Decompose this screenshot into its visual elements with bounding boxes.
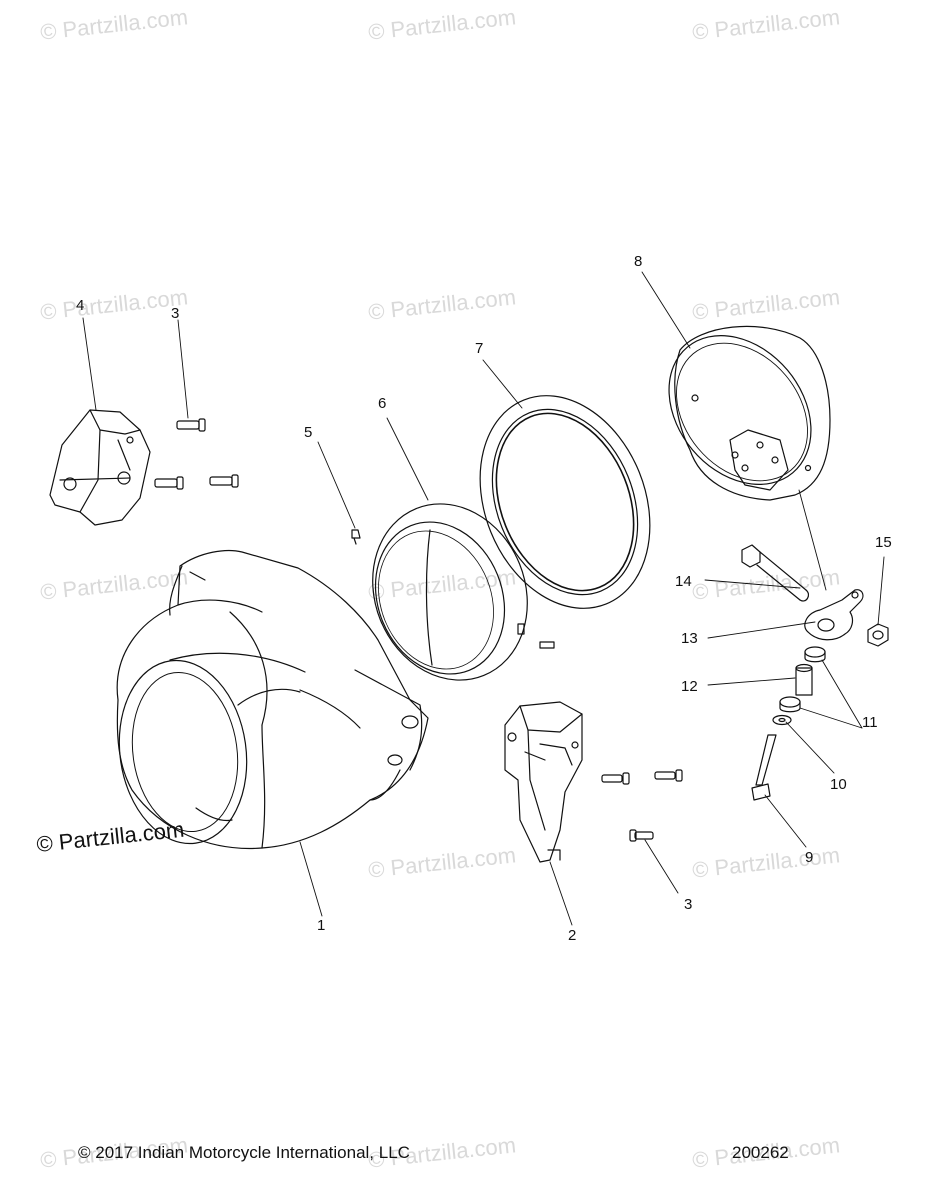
- pin-bolt: [751, 734, 777, 801]
- callout-13: 13: [681, 630, 698, 647]
- callout-10: 10: [830, 776, 847, 793]
- spacer-lower: [779, 696, 801, 713]
- callout-1: 1: [317, 917, 326, 934]
- callout-8: 8: [634, 253, 643, 270]
- headlight-nacelle: [116, 549, 429, 850]
- mounting-clamp: [804, 589, 864, 641]
- bushing: [795, 663, 813, 696]
- callout-11: 11: [862, 714, 878, 731]
- callout-9: 9: [805, 849, 814, 866]
- callout-6: 6: [378, 395, 387, 412]
- callout-14: 14: [675, 573, 692, 590]
- spacer-upper: [804, 646, 826, 663]
- leader-lines: [82, 271, 885, 926]
- diagram-number: 200262: [732, 1143, 789, 1162]
- callout-7: 7: [475, 340, 484, 357]
- mounting-bracket-upper: [49, 409, 151, 526]
- headlamp-lens: [372, 503, 528, 681]
- callout-3-lower: 3: [684, 896, 693, 913]
- nut: [867, 623, 889, 647]
- bolt-set-upper: [154, 418, 239, 490]
- callout-5: 5: [304, 424, 313, 441]
- screw-small: [351, 529, 555, 649]
- washer: [772, 714, 792, 726]
- long-bolt: [741, 544, 810, 602]
- callout-2: 2: [568, 927, 577, 944]
- bolt-set-lower: [601, 769, 683, 842]
- callout-3-upper: 3: [171, 305, 180, 322]
- copyright-notice: © 2017 Indian Motorcycle International, …: [78, 1143, 410, 1162]
- mounting-bracket-lower: [504, 701, 583, 863]
- headlamp-bucket: [668, 325, 831, 501]
- callout-4: 4: [76, 297, 85, 314]
- callout-15: 15: [875, 534, 892, 551]
- trim-ring: [479, 395, 651, 609]
- callout-12: 12: [681, 678, 698, 695]
